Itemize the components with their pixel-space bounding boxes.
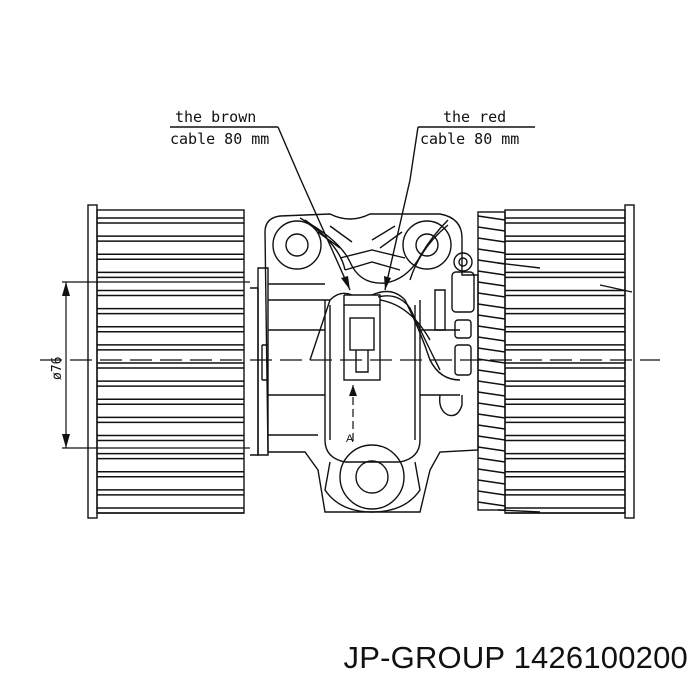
fan-blade: [97, 398, 244, 405]
fan-blade: [97, 434, 244, 442]
fan-fin: [477, 292, 506, 298]
fan-fin: [477, 402, 506, 408]
fan-fin: [477, 314, 506, 320]
fan-blade: [97, 362, 244, 369]
mounting-boss-left: [272, 220, 322, 270]
fan-blade: [505, 307, 625, 315]
fan-blade: [97, 326, 244, 333]
fan-blade: [505, 235, 625, 242]
fan-fin: [477, 413, 506, 419]
fan-blade: [505, 326, 625, 333]
fan-fin: [477, 347, 506, 353]
fan-blade: [505, 289, 625, 297]
cables: [309, 290, 461, 381]
fan-blade: [505, 471, 625, 478]
fan-fin: [477, 446, 506, 452]
fan-fin: [477, 281, 506, 287]
fan-fin: [477, 490, 506, 496]
diameter-label: ø76: [50, 357, 65, 380]
fan-fin: [477, 215, 506, 221]
right-fan-wheel: [477, 204, 635, 519]
footer-caption: JP-GROUP 1426100200: [344, 640, 688, 676]
fan-blade: [505, 398, 625, 405]
mounting-boss-bottom: [339, 444, 405, 510]
fan-blade: [97, 344, 244, 351]
fan-fin: [477, 369, 506, 375]
fan-blade: [505, 217, 625, 224]
fan-fin: [477, 336, 506, 342]
section-line: [349, 385, 357, 445]
fan-fin: [477, 501, 506, 507]
fan-blade: [97, 217, 244, 224]
fan-blade: [505, 452, 625, 460]
fan-fin: [477, 237, 506, 243]
brown-cable-label-line2: cable 80 mm: [170, 130, 269, 148]
left-fan-blades: [97, 217, 244, 514]
fan-blade: [97, 235, 244, 242]
fan-blade: [97, 271, 244, 279]
fan-blade: [505, 416, 625, 424]
diameter-dimension: [62, 281, 250, 449]
brand-name: JP-GROUP: [343, 640, 505, 675]
fan-blade: [97, 380, 244, 387]
fan-blade: [505, 380, 625, 387]
fan-blade: [97, 471, 244, 478]
fan-fin: [477, 391, 506, 397]
fan-fin: [477, 325, 506, 331]
leader-lines: [170, 126, 535, 291]
fan-blade: [97, 507, 244, 514]
fan-fin: [477, 380, 506, 386]
brush-holder: [434, 252, 475, 417]
connector-plug: [343, 294, 381, 381]
fan-fin: [477, 303, 506, 309]
fan-fin: [477, 358, 506, 364]
red-cable-label-line2: cable 80 mm: [420, 130, 519, 148]
fan-blade: [505, 253, 625, 260]
fan-blade: [97, 489, 244, 496]
fan-blade: [505, 434, 625, 442]
fan-fin: [477, 270, 506, 276]
fan-fin: [477, 435, 506, 441]
red-cable-label-line1: the red: [443, 108, 506, 126]
brown-cable-label-line1: the brown: [175, 108, 256, 126]
fan-fin: [477, 479, 506, 485]
fan-fin: [477, 424, 506, 430]
leader-arrowheads: [341, 276, 391, 290]
right-fan-fins: [477, 215, 506, 507]
fan-blade: [505, 507, 625, 514]
fan-blade: [97, 253, 244, 260]
fan-blade: [505, 489, 625, 496]
fan-blade: [97, 289, 244, 297]
fan-fin: [477, 457, 506, 463]
fan-fin: [477, 226, 506, 232]
fan-fin: [477, 468, 506, 474]
fan-blade: [97, 416, 244, 424]
fan-blade: [505, 271, 625, 279]
fan-fin: [477, 248, 506, 254]
motor-housing: [250, 213, 479, 513]
fan-blade: [97, 307, 244, 315]
fan-blade: [97, 452, 244, 460]
part-number: 1426100200: [513, 640, 688, 675]
right-fan-blades: [505, 217, 625, 514]
mounting-boss-right: [402, 220, 452, 270]
fan-blade: [505, 362, 625, 369]
section-mark-label: A: [346, 433, 354, 445]
fan-blade: [505, 344, 625, 351]
left-fan-wheel: [87, 204, 245, 519]
